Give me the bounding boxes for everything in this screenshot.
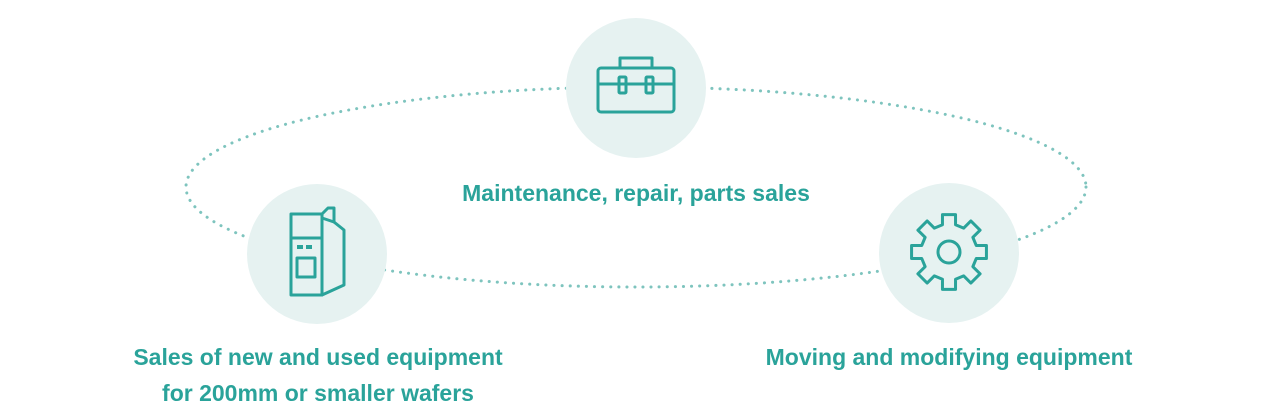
moving-circle [879, 183, 1019, 323]
maintenance-circle [566, 18, 706, 158]
dotted-orbit-path [184, 85, 1088, 289]
maintenance-label: Maintenance, repair, parts sales [462, 180, 810, 206]
moving-label: Moving and modifying equipment [765, 344, 1133, 370]
equipment-sales-caption: Sales of new and used equipment for 200m… [68, 339, 568, 411]
equipment-machine-icon [289, 206, 346, 297]
equipment-sales-circle [247, 184, 387, 324]
equipment-sales-label-line2: for 200mm or smaller wafers [162, 380, 474, 406]
equipment-sales-label-line1: Sales of new and used equipment [133, 344, 503, 370]
toolbox-icon [596, 56, 676, 114]
maintenance-caption: Maintenance, repair, parts sales [386, 175, 886, 211]
gear-icon [910, 213, 988, 291]
moving-caption: Moving and modifying equipment [699, 339, 1199, 375]
